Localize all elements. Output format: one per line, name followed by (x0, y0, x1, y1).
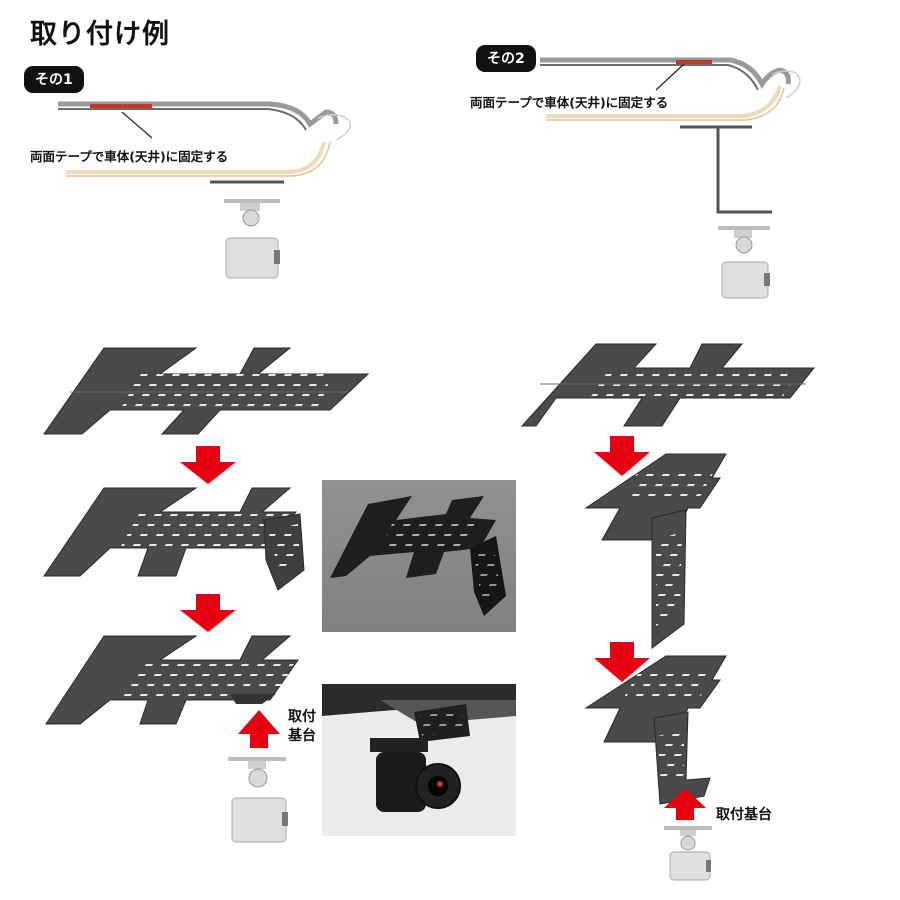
arrow-down-icon-3 (594, 436, 650, 476)
example-1-cross-section (58, 101, 351, 279)
arrow-down-icon-2 (180, 594, 236, 632)
plate-right-step2 (584, 453, 727, 649)
plate-right-step3 (584, 655, 727, 805)
plate-right-flat (520, 343, 816, 427)
camera-icon-2 (718, 226, 770, 299)
camera-icon-4 (664, 826, 712, 881)
arrow-down-icon-1 (180, 446, 236, 484)
plate-left-flat (43, 347, 370, 435)
arrow-down-icon-4 (594, 642, 650, 682)
example-1-caption: 両面テープで車体(天井)に固定する (30, 149, 229, 164)
mount-base-label-left: 取付 基台 (288, 709, 316, 744)
mount-base-label-right: 取付基台 (716, 807, 772, 823)
page-title: 取り付け例 (30, 19, 170, 50)
tape-strip-2 (676, 60, 712, 64)
camera-icon-1 (224, 199, 280, 279)
photo-bracket (322, 480, 516, 632)
arrow-up-icon-1 (238, 710, 280, 748)
tape-strip-1 (90, 104, 152, 108)
example-2-cross-section (540, 57, 801, 299)
photo-mounted-camera (322, 684, 516, 836)
example-2-badge: その2 (476, 45, 536, 72)
plate-left-folded (45, 635, 299, 725)
plate-left-bent (43, 487, 305, 591)
camera-icon-3 (228, 757, 288, 843)
arrow-up-icon-2 (664, 788, 706, 820)
example-1-badge: その1 (24, 66, 84, 93)
example-2-caption: 両面テープで車体(天井)に固定する (470, 95, 669, 110)
